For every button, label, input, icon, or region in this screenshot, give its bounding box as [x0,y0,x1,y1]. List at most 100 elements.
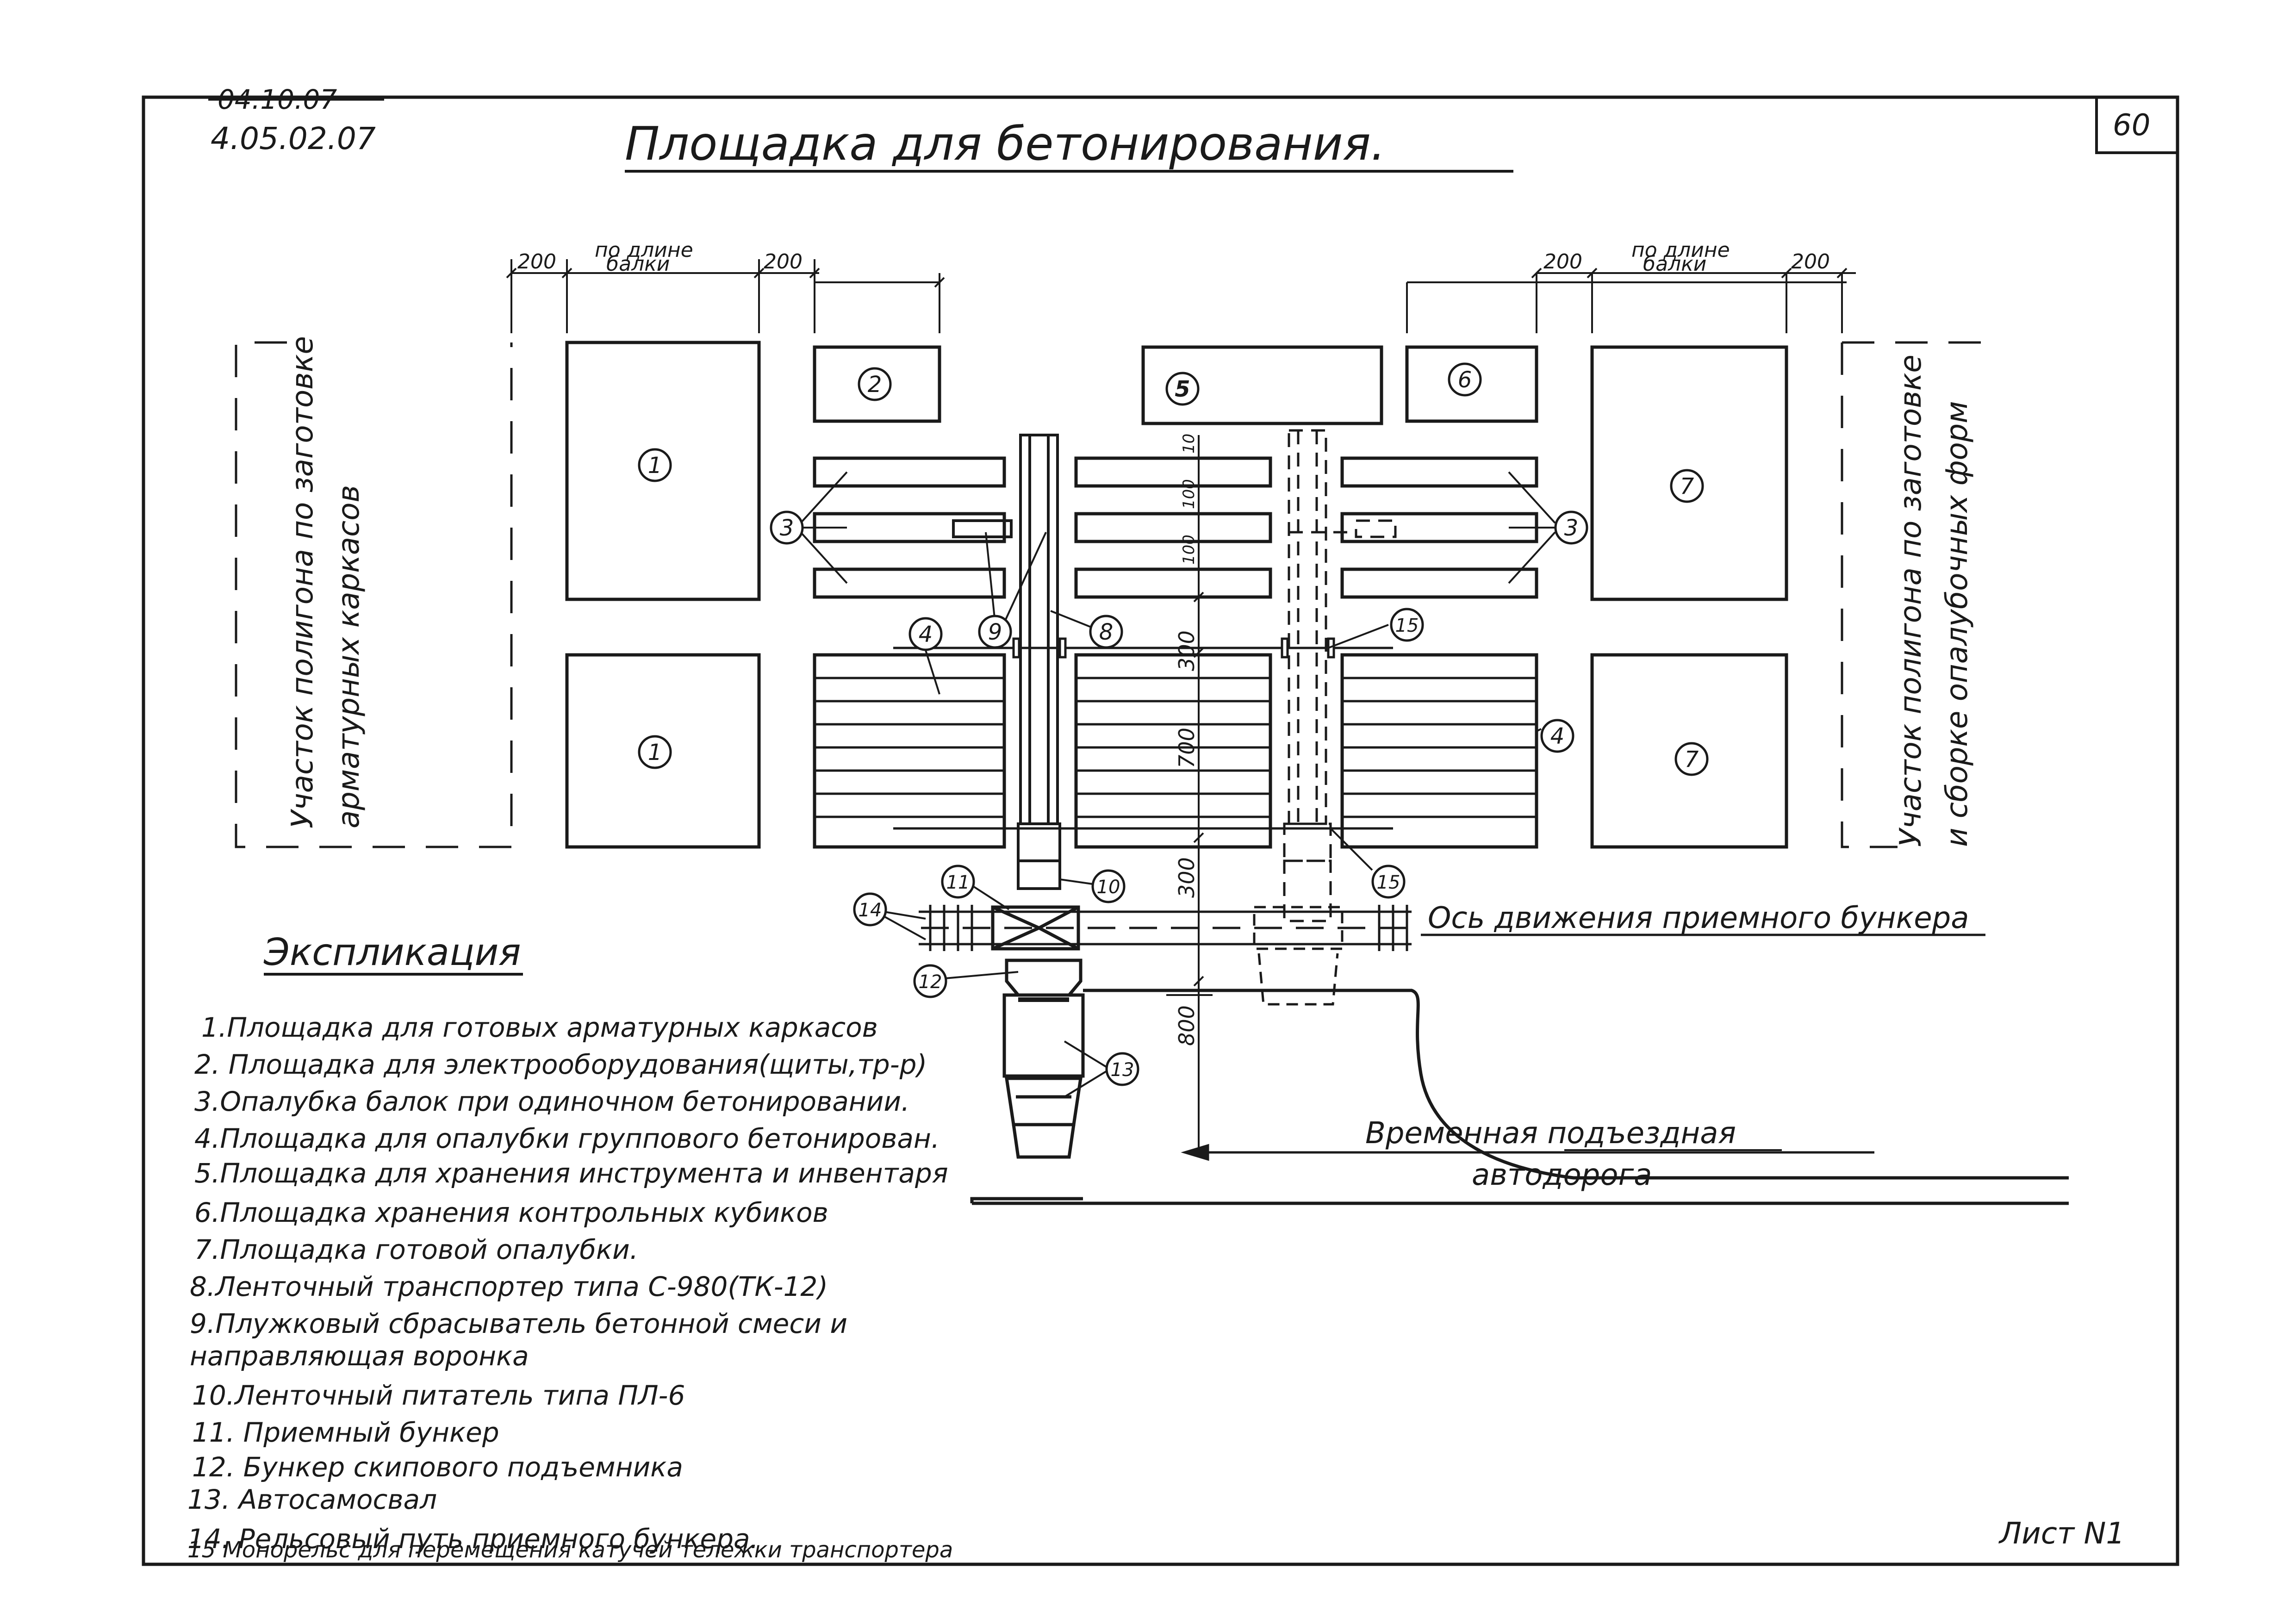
marker-5: 5 [1167,373,1198,404]
drawing-frame [142,95,2179,1566]
leader-lines [800,471,1556,1098]
bunker-axis-label: Ось движения приемного бункера [1428,901,1969,935]
svg-text:3: 3 [1564,515,1579,541]
svg-text:15: 15 [1395,615,1419,636]
svg-text:14: 14 [859,900,882,921]
dim-10: 10 [1180,434,1198,454]
marker-3-left: 3 [771,512,803,543]
dim-beam-length-left-2: балки [606,252,670,276]
legend-item: 2. Площадка для электрооборудования(щиты… [194,1049,927,1080]
svg-text:7: 7 [1685,747,1699,772]
drawing-code: 4.05.02.07 [211,121,376,156]
legend-item: 3.Опалубка балок при одиночном бетониров… [194,1086,910,1117]
receiving-bunker [991,905,1080,951]
platform-6 [1405,345,1538,423]
svg-text:4: 4 [919,622,933,647]
platform-1-top [565,341,761,601]
dim-200-left-b: 200 [764,250,803,274]
legend-item: 1.Площадка для готовых арматурных каркас… [201,1012,878,1043]
legend-heading: Экспликация [263,931,521,974]
single-form-mid-1 [1074,456,1272,488]
dim-200-right-b: 200 [1791,250,1830,274]
marker-11: 11 [942,866,974,897]
legend-item: 12. Бункер скипового подъемника [192,1451,683,1483]
platform-7-top [1590,345,1788,601]
legend-item: 15 Монорельс для перемещения катучей тел… [187,1537,953,1563]
marker-12: 12 [915,965,946,997]
belt-conveyor [952,434,1061,890]
legend-item: 9.Плужковый сбрасыватель бетонной смеси … [190,1308,847,1339]
receiving-bunker-alt [1253,906,1344,1006]
marker-6: 6 [1449,364,1481,395]
single-form-mid-3 [1074,567,1272,599]
marker-2: 2 [859,368,890,400]
zone-right-text-1: Участок полигона по заготовке [1894,355,1928,847]
marker-3-right: 3 [1556,512,1587,543]
svg-text:5: 5 [1175,376,1190,402]
svg-text:4: 4 [1550,723,1565,749]
marker-4-right: 4 [1542,720,1573,752]
svg-text:3: 3 [780,515,794,541]
marker-4-left: 4 [910,618,941,650]
marker-1-top: 1 [639,449,671,481]
legend-item: 8.Ленточный транспортер типа С-980(ТК-12… [190,1271,828,1302]
single-form-right-1 [1340,456,1538,488]
marker-1-bottom: 1 [639,736,671,768]
access-road [970,989,2069,1205]
legend-item: 14. Рельсовый путь приемного бункера. [187,1523,759,1555]
sheet-number: Лист N1 [1998,1517,2125,1551]
marker-8: 8 [1090,616,1122,647]
right-dimensions [1406,268,1856,333]
single-form-left-3 [813,567,1006,599]
platform-2 [813,345,941,423]
marker-13: 13 [1107,1053,1138,1085]
svg-text:1: 1 [648,740,662,765]
legend-list: 1.Площадка для готовых арматурных каркас… [187,1012,953,1563]
platform-7-bottom [1590,653,1788,849]
dim-beam-length-right-1: по длине [1631,238,1730,262]
svg-text:8: 8 [1099,619,1114,645]
vertical-dimension [1166,435,1213,1148]
dim-100-b: 100 [1180,535,1198,565]
legend-item: 13. Автосамосвал [187,1484,437,1515]
platform-1-bottom [565,653,761,849]
dim-beam-length-left-1: по длине [595,238,693,262]
single-form-left-1 [813,456,1006,488]
legend-item: 4.Площадка для опалубки группового бетон… [194,1123,940,1154]
road-label-1: Временная подъездная [1365,1116,1736,1151]
legend-item: 11. Приемный бункер [192,1417,499,1448]
dim-200-right-a: 200 [1543,250,1582,274]
zone-left-text-2: арматурных каркасов [332,485,366,828]
dim-200-left-a: 200 [517,250,556,274]
legend-item: 6.Площадка хранения контрольных кубиков [194,1197,828,1228]
dim-800: 800 [1174,1005,1199,1046]
svg-text:2: 2 [868,372,882,398]
dump-truck [1002,993,1085,1159]
legend-item: 10.Ленточный питатель типа ПЛ-6 [192,1380,685,1411]
monorail [893,637,1393,830]
marker-7-bottom: 7 [1676,743,1707,775]
svg-text:11: 11 [946,872,970,893]
svg-text:7: 7 [1680,473,1694,499]
svg-text:13: 13 [1111,1059,1134,1081]
single-form-right-3 [1340,567,1538,599]
svg-text:1: 1 [648,453,662,479]
dim-700: 700 [1174,728,1199,768]
group-form-slats [815,677,1537,818]
group-form-right [1340,653,1538,849]
legend-item: 7.Площадка готовой опалубки. [194,1234,638,1265]
marker-9: 9 [979,616,1011,647]
dim-beam-length-right-2: балки [1643,252,1706,276]
left-dimensions [506,259,945,333]
zone-boundaries [235,341,1990,848]
marker-14: 14 [854,894,886,925]
marker-15-top: 15 [1391,609,1423,641]
dim-100-a: 100 [1180,479,1198,509]
dim-300-bottom: 300 [1174,857,1199,898]
drawing-title: Площадка для бетонирования. [625,117,1386,171]
road-arrow [1181,1144,1874,1161]
platform-5 [1141,345,1383,425]
svg-text:15: 15 [1377,872,1400,893]
svg-text:12: 12 [919,971,942,993]
